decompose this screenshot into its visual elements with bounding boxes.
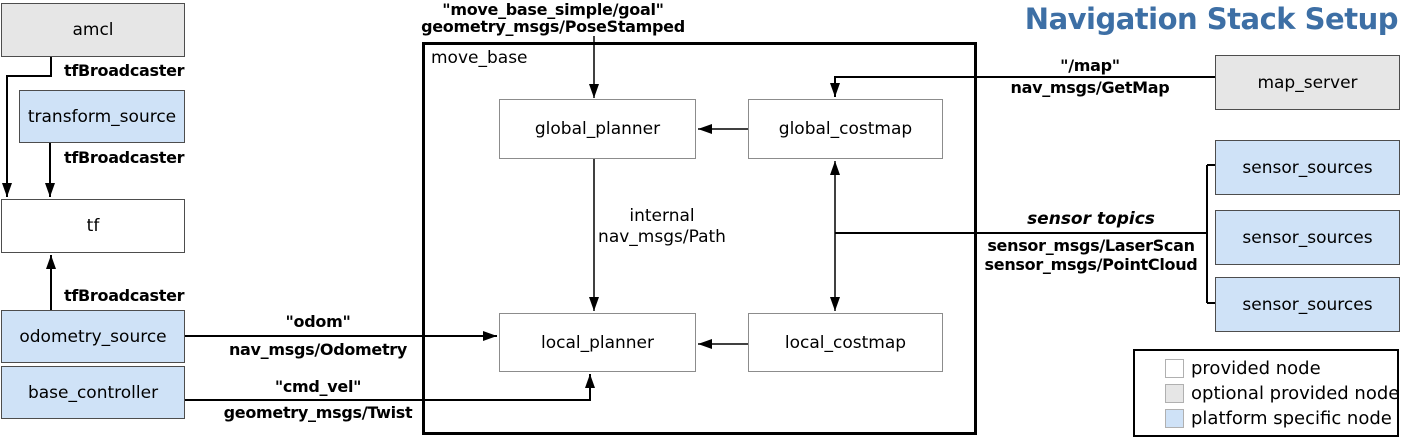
node-local-planner: local_planner (499, 313, 696, 372)
node-odometry-source: odometry_source (1, 310, 185, 363)
local-planner-label: local_planner (540, 332, 655, 353)
odometry-source-label: odometry_source (19, 326, 167, 347)
node-transform-source: transform_source (19, 90, 185, 143)
internal-type-label: nav_msgs/Path (598, 227, 726, 247)
legend: provided node optional provided node pla… (1133, 349, 1399, 437)
legend-label-platform: platform specific node (1191, 407, 1392, 429)
internal-label: internal (629, 206, 695, 226)
node-map-server: map_server (1215, 55, 1400, 110)
map-server-label: map_server (1257, 72, 1358, 93)
node-global-planner: global_planner (499, 99, 696, 159)
node-global-costmap: global_costmap (748, 99, 943, 159)
legend-label-optional: optional provided node (1191, 382, 1400, 404)
legend-swatch-provided (1165, 358, 1184, 378)
node-sensor-sources-1: sensor_sources (1215, 140, 1400, 195)
global-costmap-label: global_costmap (778, 119, 913, 139)
move-base-label: move_base (431, 48, 528, 68)
sensor-sources-3-label: sensor_sources (1242, 294, 1373, 315)
legend-row-optional: optional provided node (1165, 382, 1400, 404)
node-amcl: amcl (1, 3, 185, 57)
diagram-title: Navigation Stack Setup (1024, 2, 1399, 36)
amcl-label: amcl (72, 20, 114, 40)
tf-broadcaster-transform-label: tfBroadcaster (64, 148, 185, 167)
tf-label: tf (86, 216, 100, 236)
global-planner-label: global_planner (534, 119, 661, 139)
base-controller-label: base_controller (27, 382, 159, 403)
node-sensor-sources-3: sensor_sources (1215, 277, 1400, 332)
map-topic-label: "/map" (1060, 56, 1120, 75)
sensor-type-laser-label: sensor_msgs/LaserScan (987, 236, 1195, 255)
node-local-costmap: local_costmap (748, 313, 943, 372)
sensor-type-cloud-label: sensor_msgs/PointCloud (984, 255, 1198, 274)
sensor-topics-label: sensor topics (1027, 209, 1155, 229)
legend-label-provided: provided node (1191, 357, 1321, 379)
odom-type-label: nav_msgs/Odometry (228, 340, 408, 359)
cmd-vel-type-label: geometry_msgs/Twist (223, 403, 413, 422)
legend-swatch-platform (1165, 408, 1184, 428)
sensor-sources-1-label: sensor_sources (1242, 157, 1373, 178)
node-base-controller: base_controller (1, 366, 185, 419)
local-costmap-label: local_costmap (784, 332, 907, 353)
map-type-label: nav_msgs/GetMap (1010, 78, 1170, 97)
node-move-base: move_base (422, 42, 977, 435)
legend-swatch-optional (1165, 383, 1184, 403)
legend-row-provided: provided node (1165, 357, 1397, 379)
node-sensor-sources-2: sensor_sources (1215, 210, 1400, 265)
cmd-vel-topic-label: "cmd_vel" (274, 377, 362, 396)
node-tf: tf (1, 199, 185, 253)
odom-topic-label: "odom" (285, 312, 351, 331)
goal-topic-label: "move_base_simple/goal" (442, 0, 664, 19)
tf-broadcaster-amcl-label: tfBroadcaster (64, 61, 185, 80)
legend-row-platform: platform specific node (1165, 407, 1397, 429)
tf-broadcaster-odometry-label: tfBroadcaster (64, 286, 185, 305)
transform-source-label: transform_source (27, 106, 177, 127)
goal-type-label: geometry_msgs/PoseStamped (421, 17, 685, 36)
sensor-sources-2-label: sensor_sources (1242, 227, 1373, 248)
